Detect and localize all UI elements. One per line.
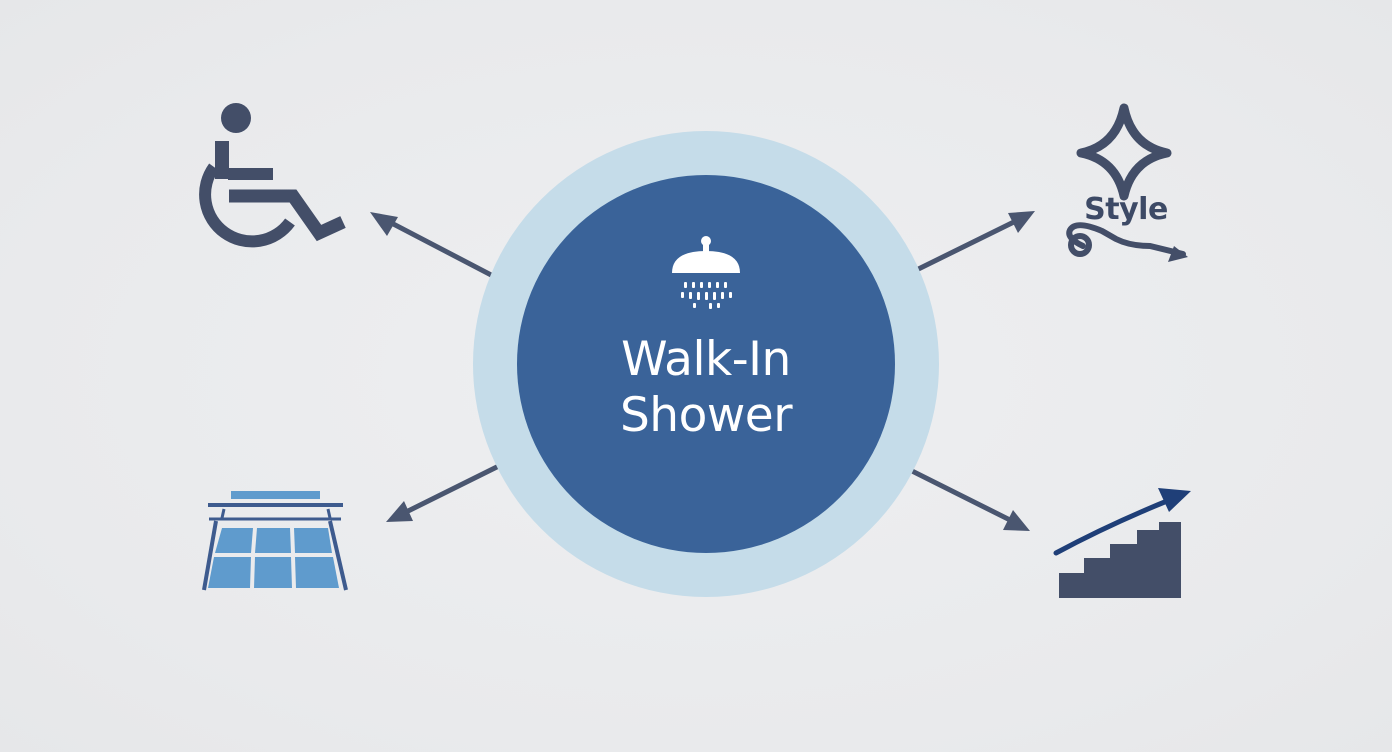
arrowhead-style [1008,211,1035,233]
rising-value-stairs-icon [1053,488,1191,598]
center-title: Walk-In Shower [556,332,856,444]
center-title-line-1: Walk-In [621,332,791,387]
shower-head-icon [672,236,740,309]
center-title-line-2: Shower [619,388,793,443]
sparkle-style-icon [1066,103,1188,262]
wheelchair-accessibility-icon [199,103,346,248]
arrowhead-flooring [386,501,413,522]
arrowhead-value [1003,510,1030,531]
arrowhead-accessibility [370,212,398,236]
style-label: Style [1084,192,1168,227]
tiled-floor-icon [202,491,348,591]
center-circle [517,175,895,553]
